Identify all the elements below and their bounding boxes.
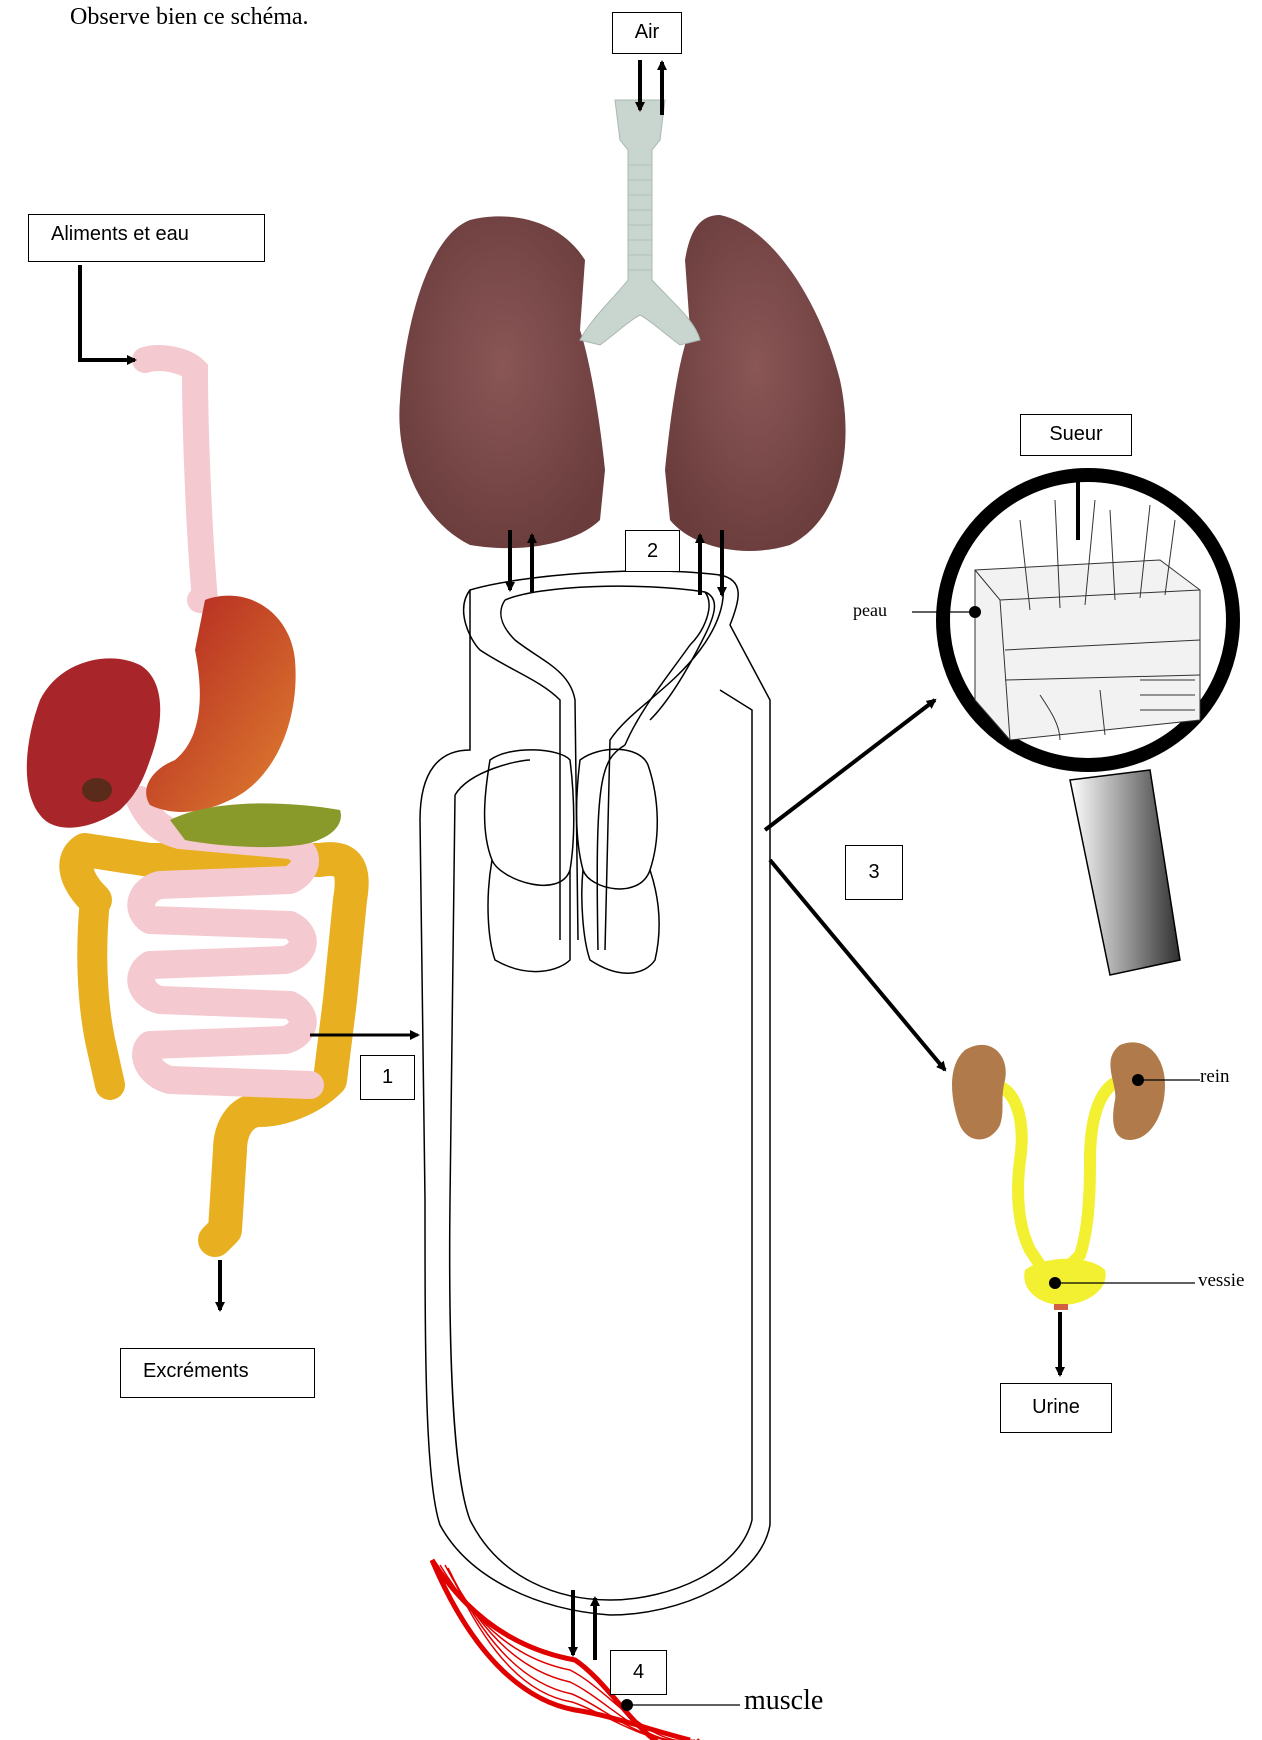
label-box-2: 2 — [625, 530, 680, 572]
digestive-system — [27, 358, 352, 1240]
lungs-illustration — [399, 100, 845, 551]
circulatory-system — [420, 571, 770, 1615]
urine-box: Urine — [1000, 1383, 1112, 1433]
food-arrow — [80, 265, 135, 360]
air-box: Air — [612, 12, 682, 54]
skin-label: peau — [853, 600, 887, 621]
magnifier-illustration — [943, 475, 1233, 975]
right-lung — [665, 215, 846, 551]
excrement-box: Excréments — [120, 1348, 315, 1398]
muscle-label: muscle — [744, 1685, 823, 1717]
arrow-to-skin — [765, 700, 935, 830]
food-box: Aliments et eau — [28, 214, 265, 262]
trachea — [580, 100, 700, 345]
sweat-box: Sueur — [1020, 414, 1132, 456]
kidney-label: rein — [1200, 1066, 1230, 1088]
muscle-pointer — [621, 1699, 740, 1711]
kidney-pointer — [1132, 1074, 1200, 1086]
bladder-label: vessie — [1198, 1270, 1244, 1292]
label-box-4: 4 — [610, 1650, 667, 1695]
left-lung — [399, 216, 605, 548]
magnifier-handle — [1070, 770, 1180, 975]
label-box-1: 1 — [360, 1055, 415, 1100]
label-box-3: 3 — [845, 845, 903, 900]
muscle-blood-arrows — [573, 1590, 595, 1660]
